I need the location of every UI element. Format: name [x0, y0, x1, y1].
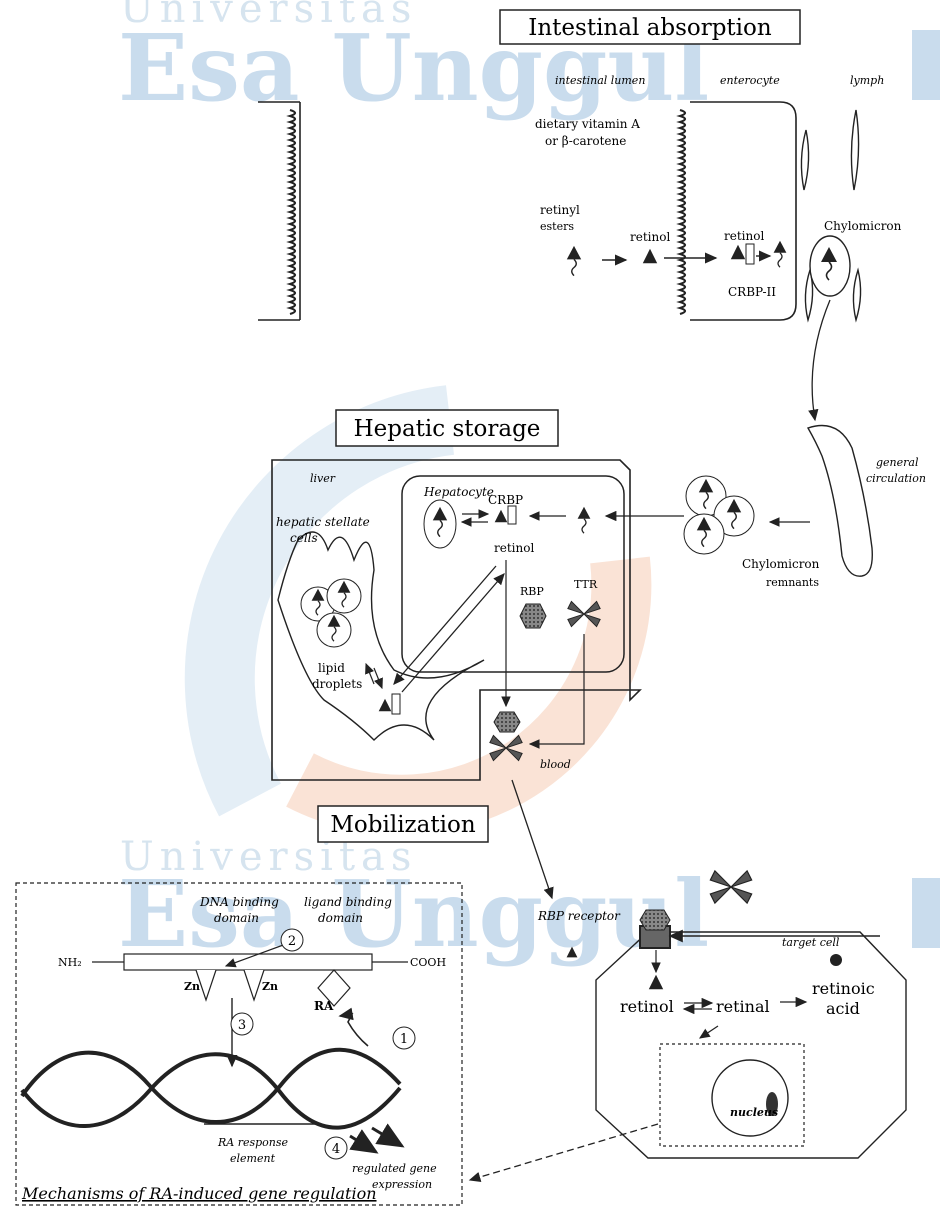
- retinyl-ester-lymph: [774, 241, 787, 267]
- lipid-droplets: [301, 579, 361, 647]
- zn-label-2: Zn: [262, 980, 278, 993]
- absorption-title: Intestinal absorption: [528, 15, 772, 41]
- chylomicron-remnants: [684, 476, 754, 554]
- receptor-bar: [124, 954, 372, 970]
- step-3-label: 3: [238, 1018, 246, 1033]
- mobilization-section: Mobilization RBP receptor target cell re…: [318, 780, 906, 1180]
- acid-label-2: acid: [826, 999, 860, 1018]
- nh2-label: NH₂: [58, 956, 82, 969]
- stellate-crbp-protein: [392, 694, 400, 714]
- receptor-label: RBP receptor: [537, 909, 621, 923]
- zinc-finger-2: [244, 970, 264, 1000]
- crbp2-protein: [746, 244, 754, 264]
- retinol-cell-label: retinol: [724, 229, 764, 243]
- arrow-lymph-to-circulation: [812, 300, 830, 420]
- chylomicron-label: Chylomicron: [824, 219, 902, 233]
- stellate-label-2: cells: [290, 531, 318, 545]
- rre-label-1: RA response: [217, 1136, 289, 1149]
- chylomicron: [810, 236, 850, 296]
- enterocyte-microvilli: [680, 110, 685, 314]
- watermark: Universitas Esa Unggul Universitas Esa U…: [118, 0, 940, 968]
- hepatocyte-label: Hepatocyte: [423, 485, 494, 499]
- lymph-label: lymph: [850, 74, 884, 87]
- target-retinol-molecule: [649, 975, 663, 989]
- step-4-label: 4: [332, 1142, 340, 1157]
- dna-domain-label-1: DNA binding: [199, 895, 279, 909]
- acid-label-1: retinoic: [812, 979, 875, 998]
- zn-label-1: Zn: [184, 980, 200, 993]
- rbp-protein: [520, 604, 546, 628]
- ligand-domain-label-1: ligand binding: [304, 895, 392, 909]
- mobilization-title: Mobilization: [330, 812, 475, 838]
- receptor-bound-rbp: [640, 910, 670, 930]
- rre-label-2: element: [230, 1152, 276, 1165]
- retinoic-acid-molecule: [830, 954, 842, 966]
- lipid-label-2: droplets: [312, 677, 362, 691]
- dietary-label-1: dietary vitamin A: [535, 117, 640, 131]
- arrow-droplet-up: [366, 664, 374, 684]
- step-1-label: 1: [400, 1032, 408, 1047]
- arrow-hepatocyte-to-stellate: [394, 566, 496, 684]
- cooh-label: COOH: [410, 956, 446, 969]
- regulated-label-1: regulated gene: [352, 1162, 437, 1175]
- watermark-edge-right-top: [912, 30, 940, 100]
- retinol-lumen-label: retinol: [630, 230, 670, 244]
- retinol-lumen-molecule: [643, 249, 657, 263]
- target-retinal-label: retinal: [716, 997, 770, 1016]
- enterocyte-label: enterocyte: [720, 74, 780, 87]
- blood-rbp: [494, 712, 520, 732]
- step-2-label: 2: [288, 934, 296, 949]
- ttr-label: TTR: [574, 578, 598, 591]
- circulation-label-2: circulation: [866, 472, 926, 485]
- dna-strand-1: [22, 1050, 400, 1122]
- liver-label: liver: [310, 472, 336, 485]
- circulation-label-1: general: [876, 456, 919, 469]
- rbp-label: RBP: [520, 585, 544, 598]
- arrow-to-mechanisms: [470, 1124, 658, 1180]
- target-cell-label: target cell: [782, 936, 840, 949]
- retinol-crbp-complex: [731, 245, 745, 259]
- nucleus-label: nucleus: [730, 1106, 778, 1119]
- crbp-retinol-complex: [495, 510, 508, 523]
- watermark-title-2: Esa Unggul: [118, 860, 709, 968]
- retinyl-ester-molecule: [567, 246, 581, 276]
- mechanisms-title: Mechanisms of RA-induced gene regulation: [21, 1184, 377, 1203]
- target-retinol-label: retinol: [620, 997, 674, 1016]
- arrow-into-nucleus-region: [700, 1026, 718, 1038]
- stellate-crbp-complex: [379, 699, 392, 712]
- dietary-label-2: or β-carotene: [545, 134, 626, 148]
- retinyl-label-1: retinyl: [540, 203, 580, 217]
- blood-vessel: [808, 426, 872, 577]
- crbp-label: CRBP: [488, 493, 523, 507]
- remnants-label-1: Chylomicron: [742, 557, 820, 571]
- free-ttr: [710, 871, 751, 903]
- blood-label: blood: [540, 758, 571, 771]
- arrow-droplet-down: [374, 668, 382, 688]
- crbp-protein: [508, 506, 516, 524]
- ligand-domain-label-2: domain: [318, 911, 363, 925]
- lumen-label: intestinal lumen: [555, 74, 645, 87]
- lumen-microvilli-left: [290, 110, 295, 314]
- remnants-label-2: remnants: [766, 576, 819, 589]
- watermark-edge-right-bottom: [912, 878, 940, 948]
- ra-ligand: [340, 1014, 368, 1046]
- ra-label: RA: [314, 999, 334, 1013]
- storage-title: Hepatic storage: [354, 416, 541, 442]
- dna-domain-label-2: domain: [214, 911, 259, 925]
- expression-arrow-1: [350, 1136, 376, 1152]
- stellate-label-1: hepatic stellate: [276, 515, 370, 529]
- hepatocyte-retinol-label: retinol: [494, 541, 534, 555]
- crbp2-label: CRBP-II: [728, 285, 776, 299]
- regulated-label-2: expression: [372, 1178, 432, 1191]
- dna-strand-2: [22, 1054, 400, 1127]
- lipid-label-1: lipid: [318, 661, 345, 675]
- hepatocyte-incoming-ester: [578, 507, 591, 533]
- retinyl-label-2: esters: [540, 220, 574, 233]
- expression-arrow-2: [372, 1128, 402, 1146]
